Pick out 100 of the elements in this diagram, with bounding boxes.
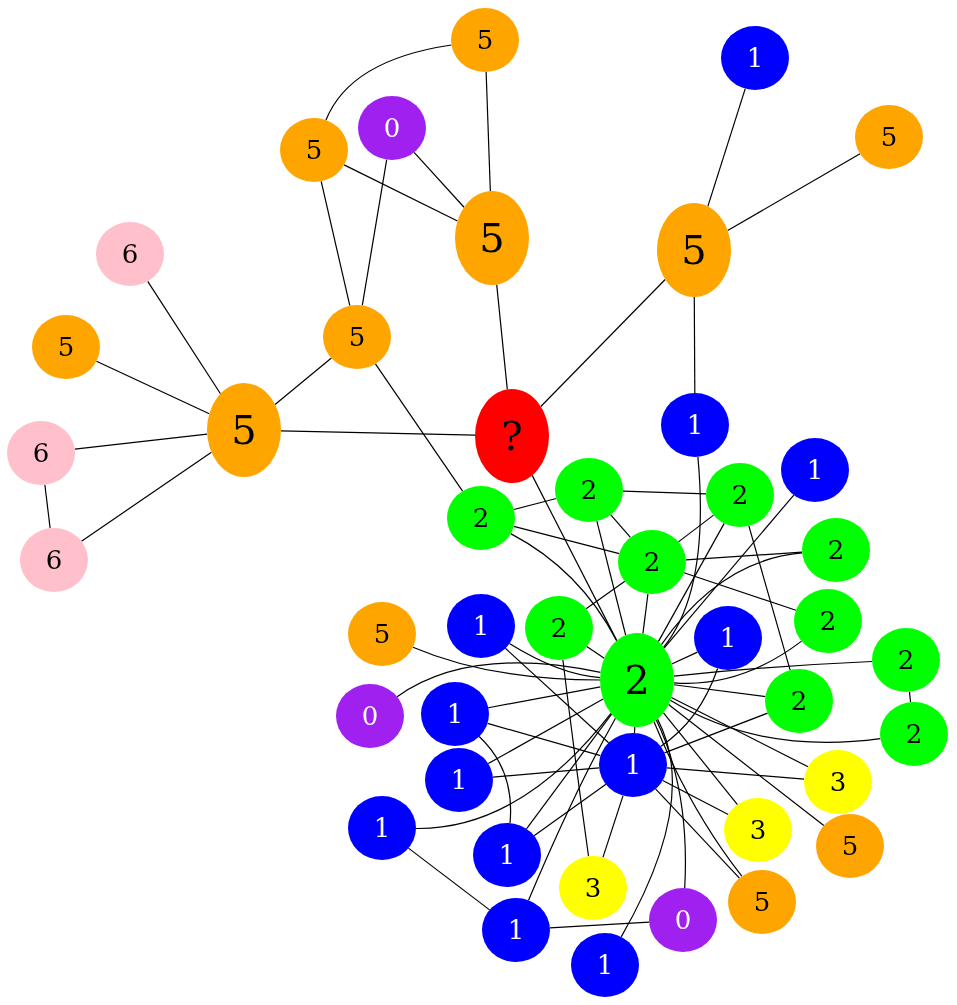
connector-line xyxy=(147,280,222,395)
node-label: 6 xyxy=(45,547,63,573)
node-label: 2 xyxy=(731,482,749,508)
node-label: 5 xyxy=(753,889,771,915)
connector-line xyxy=(374,363,464,492)
connector-line xyxy=(671,651,699,665)
connector-line xyxy=(492,767,600,778)
node-label: 1 xyxy=(596,952,614,978)
node-label: 1 xyxy=(507,917,525,943)
connector-line xyxy=(657,522,725,643)
connector-line xyxy=(549,921,650,929)
node-label: 2 xyxy=(905,721,923,747)
connector-line xyxy=(642,593,649,635)
connector-line xyxy=(602,795,624,858)
connector-line xyxy=(683,572,797,611)
connector-line xyxy=(667,704,825,827)
connector-line xyxy=(622,490,707,495)
node-label: 2 xyxy=(790,688,808,714)
node-ellipse xyxy=(600,633,674,727)
node-label: 1 xyxy=(746,45,764,71)
node-ellipse xyxy=(724,798,792,862)
connector-line xyxy=(685,551,803,561)
node-label: 2 xyxy=(643,549,661,575)
node-ellipse xyxy=(207,383,281,477)
node-label: 0 xyxy=(383,115,401,141)
connector-line xyxy=(510,533,618,642)
node-label: 2 xyxy=(580,477,598,503)
node-label: 5 xyxy=(880,124,898,150)
connector-line xyxy=(670,696,809,768)
node-ellipse xyxy=(447,486,515,550)
connector-line xyxy=(620,718,673,938)
connector-line xyxy=(478,735,512,824)
connector-line xyxy=(533,783,607,837)
node-label: 1 xyxy=(806,457,824,483)
connector-line xyxy=(525,713,613,830)
node-label: 5 xyxy=(479,218,505,258)
connector-line xyxy=(485,71,491,192)
connector-line xyxy=(513,525,620,555)
connector-line xyxy=(655,719,686,889)
connector-line xyxy=(412,646,601,681)
connector-line xyxy=(673,660,873,677)
node-label: 1 xyxy=(498,842,516,868)
node-label: 1 xyxy=(686,412,704,438)
node-label: 1 xyxy=(719,625,737,651)
connector-line xyxy=(662,779,729,816)
node-label: 2 xyxy=(472,505,490,531)
node-label: 0 xyxy=(674,907,692,933)
node-label: 2 xyxy=(897,647,915,673)
connector-line xyxy=(908,691,912,703)
connector-line xyxy=(633,726,636,734)
node-label: 3 xyxy=(749,817,767,843)
node-ellipse xyxy=(706,463,774,527)
connector-line xyxy=(487,686,601,709)
connector-line xyxy=(586,645,605,659)
node-label: 2 xyxy=(819,608,837,634)
connector-line xyxy=(361,159,388,306)
connector-line xyxy=(585,580,626,610)
connector-line xyxy=(748,525,791,671)
connector-line xyxy=(508,643,601,679)
node-label: 5 xyxy=(681,230,707,270)
connector-line xyxy=(44,484,51,529)
node-ellipse xyxy=(694,606,762,670)
node-label: 5 xyxy=(373,621,391,647)
connector-line xyxy=(673,684,766,698)
connector-line xyxy=(74,433,208,450)
node-ellipse xyxy=(425,748,493,812)
node-label: 2 xyxy=(827,537,845,563)
connector-line xyxy=(527,717,617,901)
connector-line xyxy=(274,357,332,406)
connector-line xyxy=(610,514,631,538)
node-label: 3 xyxy=(829,769,847,795)
node-label: 1 xyxy=(472,613,490,639)
connector-line xyxy=(663,494,795,649)
connector-line xyxy=(320,180,351,307)
connector-line xyxy=(407,847,491,911)
connector-line xyxy=(707,88,746,207)
connector-line xyxy=(663,712,769,754)
node-label: 5 xyxy=(476,27,494,53)
connector-line xyxy=(80,451,212,542)
connector-line xyxy=(677,514,715,543)
connector-line xyxy=(660,667,719,747)
connector-line xyxy=(653,721,743,877)
node-label: 6 xyxy=(32,440,50,466)
node-ellipse xyxy=(599,733,667,797)
connector-line xyxy=(280,430,476,436)
node-ellipse xyxy=(473,823,541,887)
connector-line xyxy=(727,153,861,232)
connector-line xyxy=(343,164,459,222)
connector-line xyxy=(654,788,741,879)
node-label: 3 xyxy=(584,875,602,901)
node-label: 5 xyxy=(348,324,366,350)
node-label: 5 xyxy=(841,833,859,859)
node-label: 1 xyxy=(446,701,464,727)
node-label: ? xyxy=(501,416,523,456)
connector-line xyxy=(662,712,739,806)
node-label: 1 xyxy=(373,815,391,841)
connector-line xyxy=(662,456,701,648)
node-label: 2 xyxy=(624,660,650,700)
node-ellipse xyxy=(525,596,593,660)
connector-line xyxy=(504,647,610,744)
